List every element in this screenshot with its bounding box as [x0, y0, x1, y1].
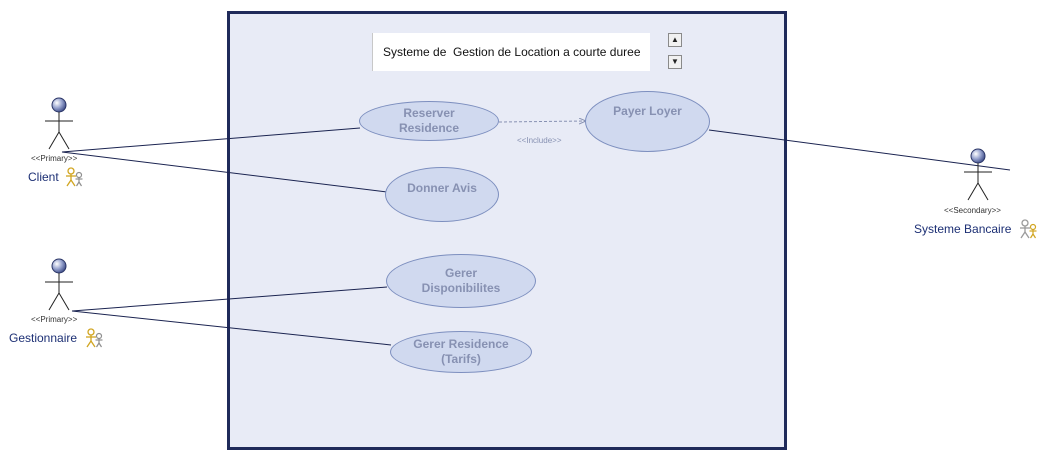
banque-actor-badge-icon — [1020, 219, 1037, 239]
usecase-payer-loyer[interactable]: Payer Loyer — [585, 91, 710, 152]
client-reserver-line — [61, 127, 361, 153]
usecase-donner-avis[interactable]: Donner Avis — [385, 167, 499, 222]
system-boundary — [227, 11, 787, 450]
include-dependency-line — [498, 121, 586, 122]
usecase-gerer-residence-tarifs[interactable]: Gerer Residence (Tarifs) — [390, 331, 532, 373]
client-name[interactable]: Client — [28, 170, 59, 184]
gestionnaire-tarifs-line — [71, 310, 392, 346]
usecase-reserver-residence[interactable]: Reserver Residence — [359, 101, 499, 141]
banque-payer-line — [708, 129, 1011, 171]
gestionnaire-stereotype: <<Primary>> — [31, 315, 78, 324]
gestionnaire-actor-icon[interactable] — [42, 257, 76, 315]
client-actor-icon[interactable] — [42, 96, 76, 154]
spin-up-button[interactable]: ▲ — [668, 33, 682, 47]
usecase-gerer-disponibilites[interactable]: Gerer Disponibilites — [386, 254, 536, 308]
banque-actor-icon[interactable] — [961, 147, 995, 205]
client-actor-badge-icon — [66, 167, 83, 187]
banque-name[interactable]: Systeme Bancaire — [914, 222, 1012, 236]
gestionnaire-actor-badge-icon — [86, 328, 103, 348]
system-title[interactable]: Systeme de Gestion de Location a courte … — [372, 33, 650, 71]
include-label: <<Include>> — [517, 136, 562, 145]
spin-down-button[interactable]: ▼ — [668, 55, 682, 69]
banque-stereotype: <<Secondary>> — [944, 206, 1001, 215]
gestionnaire-name[interactable]: Gestionnaire — [9, 331, 78, 345]
gestionnaire-dispo-line — [71, 286, 388, 312]
client-avis-line — [61, 151, 388, 193]
client-stereotype: <<Primary>> — [31, 154, 78, 163]
